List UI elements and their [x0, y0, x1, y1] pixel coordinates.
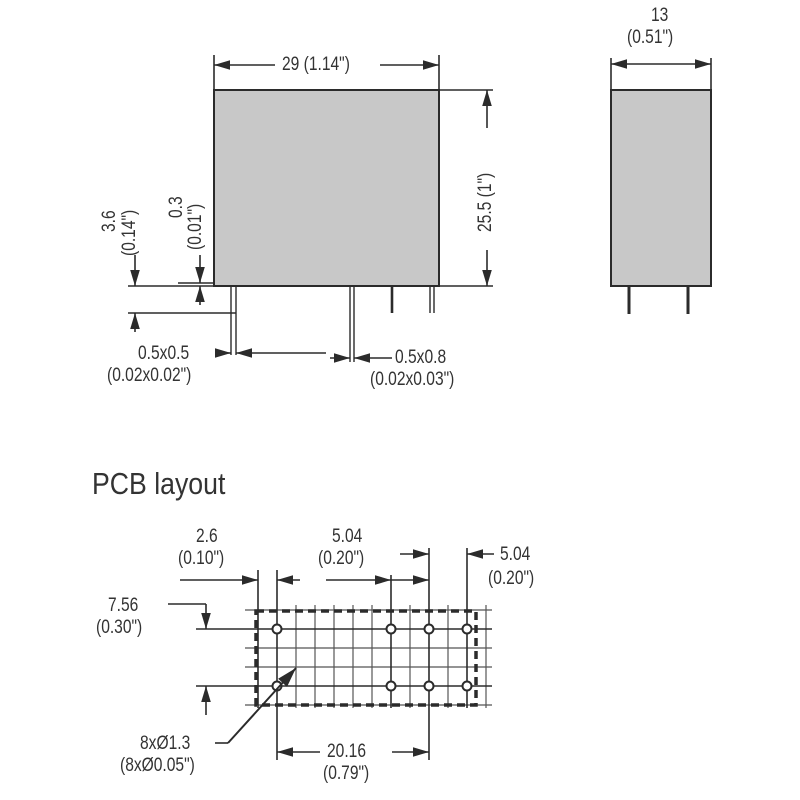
front-view	[128, 55, 493, 363]
relay-outline	[254, 609, 478, 707]
pcb-dim-20-16-in: (0.79")	[323, 763, 370, 784]
pin-b-size-mm: 0.5x0.8	[395, 347, 447, 368]
pcb-holes	[271, 623, 473, 692]
pcb-dim-5-04-a-in: (0.20")	[318, 548, 365, 569]
pcb-layout	[168, 548, 494, 760]
pcb-dim-2-6-mm: 2.6	[196, 526, 218, 547]
pcb-dim-5-04-b-mm: 5.04	[500, 544, 531, 565]
side-view	[610, 58, 712, 314]
side-width-label-in: (0.51")	[627, 27, 674, 48]
relay-body-side	[610, 89, 712, 287]
pcb-dim-20-16-mm: 20.16	[327, 741, 366, 762]
pcb-dim-7-56-mm: 7.56	[108, 595, 139, 616]
pcb-dim-7-56-in: (0.30")	[96, 617, 143, 638]
pin-length-label-in: (0.14")	[119, 209, 140, 256]
pin-length-label-mm: 3.6	[99, 210, 120, 232]
standoff-label-mm: 0.3	[166, 196, 187, 218]
pcb-dim-5-04-a-mm: 5.04	[332, 526, 363, 547]
side-width-label-mm: 13	[651, 5, 669, 26]
front-width-label: 29 (1.14")	[282, 54, 350, 75]
pcb-holes-mm: 8xØ1.3	[140, 733, 191, 754]
pin-a-size-in: (0.02x0.02")	[107, 365, 192, 386]
pcb-holes-in: (8xØ0.05")	[120, 755, 195, 776]
standoff-label-in: (0.01")	[185, 203, 206, 250]
pin-a-size-mm: 0.5x0.5	[138, 343, 190, 364]
pcb-dim-2-6-in: (0.10")	[178, 548, 225, 569]
pin-b-size-in: (0.02x0.03")	[370, 369, 455, 390]
relay-body-front	[213, 89, 440, 287]
front-height-label: 25.5 (1")	[475, 172, 496, 232]
pcb-layout-title: PCB layout	[92, 466, 226, 501]
pcb-dim-5-04-b-in: (0.20")	[488, 568, 535, 589]
